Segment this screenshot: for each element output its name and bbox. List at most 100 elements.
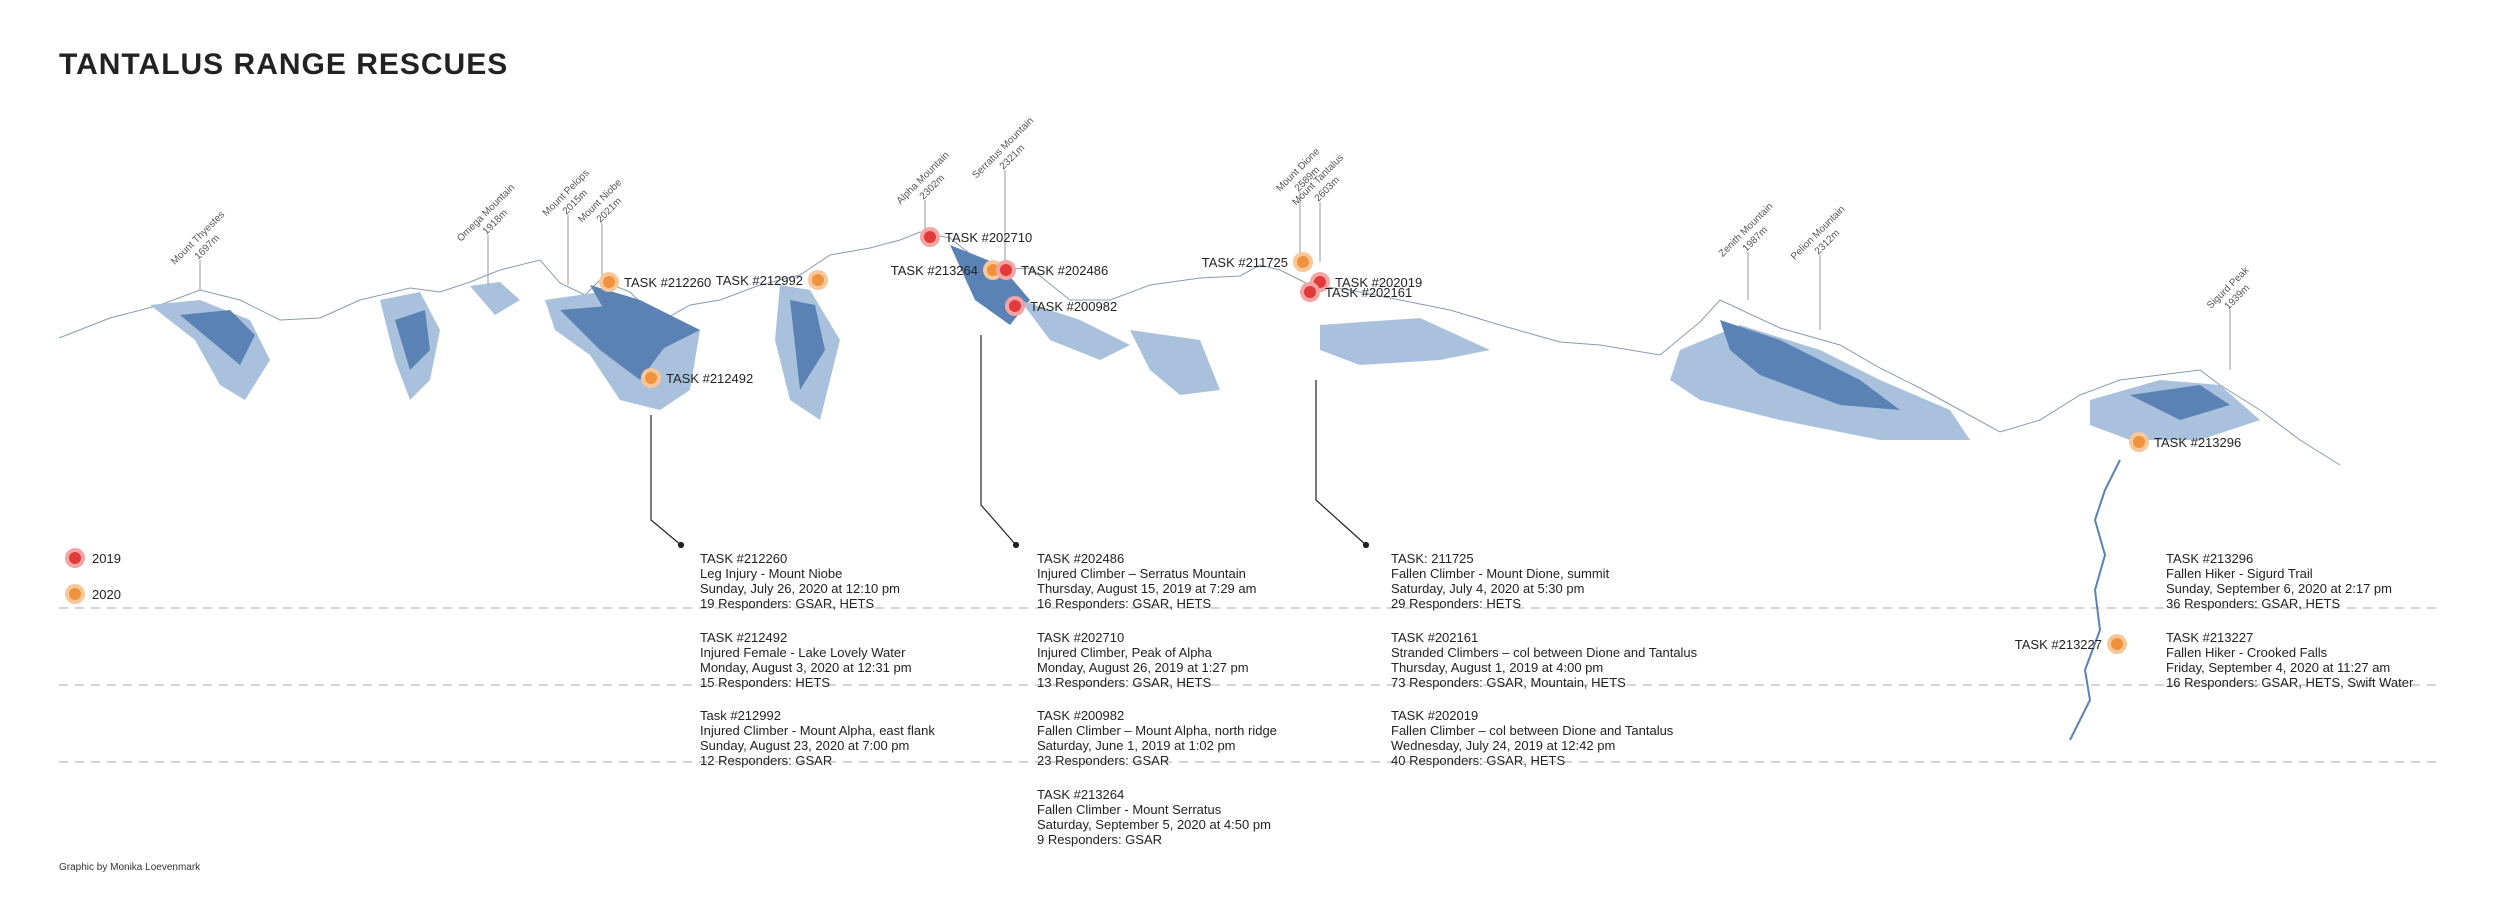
card-description: Fallen Climber – col between Dione and T… [1391, 723, 1674, 738]
card-task-id: TASK #200982 [1037, 708, 1125, 723]
marker-label: TASK #202710 [945, 230, 1032, 245]
leader-line [650, 415, 682, 546]
incident-marker[interactable]: TASK #213296 [2129, 432, 2241, 452]
legend-year: 2019 [92, 551, 121, 566]
card-description: Leg Injury - Mount Niobe [700, 566, 843, 581]
card-task-id: TASK #213296 [2166, 551, 2254, 566]
legend-year: 2020 [92, 587, 121, 602]
card-task-id: TASK: 211725 [1391, 551, 1474, 566]
card-description: Fallen Climber - Mount Dione, summit [1391, 566, 1610, 581]
leader-lines [650, 335, 1370, 549]
marker-label: TASK #213264 [891, 263, 978, 278]
incident-marker[interactable]: TASK #200982 [1005, 296, 1117, 316]
card-description: Fallen Climber – Mount Alpha, north ridg… [1037, 723, 1277, 738]
incident-marker[interactable]: TASK #212992 [716, 270, 828, 290]
card-task-id: TASK #213227 [2166, 630, 2254, 645]
leader-end-dot [1012, 541, 1020, 549]
marker-dot [645, 372, 657, 384]
card-responders: 23 Responders: GSAR [1037, 753, 1170, 768]
card-responders: 40 Responders: GSAR, HETS [1391, 753, 1566, 768]
incident-marker[interactable]: TASK #211725 [1202, 252, 1313, 272]
leader-line [980, 335, 1017, 546]
card-responders: 15 Responders: HETS [700, 675, 831, 690]
card-datetime: Saturday, July 4, 2020 at 5:30 pm [1391, 581, 1585, 596]
leader-line [1315, 380, 1367, 546]
marker-dot [812, 274, 824, 286]
card-datetime: Thursday, August 1, 2019 at 4:00 pm [1391, 660, 1604, 675]
card-description: Injured Climber, Peak of Alpha [1037, 645, 1212, 660]
incident-marker[interactable]: TASK #202710 [920, 227, 1032, 247]
snow-patch [1130, 330, 1220, 395]
ridge-outline [58, 231, 2341, 466]
card-datetime: Saturday, September 5, 2020 at 4:50 pm [1037, 817, 1271, 832]
marker-label: TASK #202019 [1335, 275, 1422, 290]
card-description: Injured Female - Lake Lovely Water [700, 645, 906, 660]
snow-patch [1320, 318, 1490, 365]
incident-marker[interactable]: TASK #213227 [2015, 634, 2127, 654]
card-datetime: Saturday, June 1, 2019 at 1:02 pm [1037, 738, 1236, 753]
mountain-range [58, 231, 2341, 741]
card-responders: 29 Responders: HETS [1391, 596, 1522, 611]
marker-dot [1009, 300, 1021, 312]
marker-dot [603, 276, 615, 288]
card-datetime: Monday, August 26, 2019 at 1:27 pm [1037, 660, 1249, 675]
card-task-id: TASK #202019 [1391, 708, 1479, 723]
legend-dot [69, 552, 81, 564]
marker-dot [1304, 286, 1316, 298]
card-task-id: TASK #212260 [700, 551, 788, 566]
row-dividers [59, 607, 2440, 763]
card-responders: 16 Responders: GSAR, HETS [1037, 596, 1212, 611]
incident-marker[interactable]: TASK #212492 [641, 368, 753, 388]
card-datetime: Friday, September 4, 2020 at 11:27 am [2166, 660, 2391, 675]
card-task-id: Task #212992 [700, 708, 781, 723]
card-datetime: Wednesday, July 24, 2019 at 12:42 pm [1391, 738, 1616, 753]
card-responders: 73 Responders: GSAR, Mountain, HETS [1391, 675, 1626, 690]
card-task-id: TASK #212492 [700, 630, 788, 645]
card-description: Stranded Climbers – col between Dione an… [1391, 645, 1698, 660]
marker-label: TASK #212992 [716, 273, 803, 288]
incident-marker[interactable]: TASK #202161 [1300, 282, 1412, 302]
incident-marker[interactable]: TASK #202486 [996, 260, 1108, 280]
card-task-id: TASK #213264 [1037, 787, 1125, 802]
leader-end-dot [1362, 541, 1370, 549]
card-description: Injured Climber – Serratus Mountain [1037, 566, 1246, 581]
card-description: Injured Climber - Mount Alpha, east flan… [700, 723, 935, 738]
legend-dot [69, 588, 81, 600]
marker-label: TASK #213296 [2154, 435, 2241, 450]
snow-patch [180, 310, 255, 365]
card-datetime: Sunday, July 26, 2020 at 12:10 pm [700, 581, 900, 596]
card-task-id: TASK #202161 [1391, 630, 1479, 645]
marker-label: TASK #202161 [1325, 285, 1412, 300]
incident-marker[interactable]: TASK #213264 [891, 260, 1003, 280]
marker-label: TASK #213227 [2015, 637, 2102, 652]
snow-patch [470, 282, 520, 315]
marker-dot [924, 231, 936, 243]
marker-dot [1297, 256, 1309, 268]
card-datetime: Monday, August 3, 2020 at 12:31 pm [700, 660, 912, 675]
card-responders: 16 Responders: GSAR, HETS, Swift Water [2166, 675, 2414, 690]
card-responders: 19 Responders: GSAR, HETS [700, 596, 875, 611]
snow-patch [1020, 300, 1130, 360]
card-datetime: Sunday, August 23, 2020 at 7:00 pm [700, 738, 910, 753]
marker-label: TASK #202486 [1021, 263, 1108, 278]
incident-marker[interactable]: TASK #212260 [599, 272, 711, 292]
snow-patch [590, 285, 700, 350]
card-task-id: TASK #202486 [1037, 551, 1125, 566]
snow-patch [395, 310, 430, 370]
